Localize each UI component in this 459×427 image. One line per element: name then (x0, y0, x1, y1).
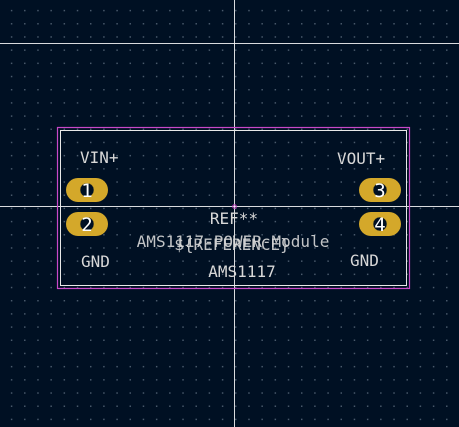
pad-1-number: 1 (81, 180, 92, 202)
pad-4-number: 4 (374, 214, 385, 236)
pad-3-number: 3 (374, 180, 385, 202)
value-text[interactable]: AMS1117 (208, 262, 275, 281)
label-vout[interactable]: VOUT+ (337, 149, 385, 168)
footprint-anchor-marker (232, 204, 237, 209)
board-outline[interactable] (60, 130, 407, 286)
pad-2[interactable]: 2 (66, 212, 108, 236)
description-text[interactable]: AMS1117-POWER-Module (137, 232, 330, 251)
courtyard-outline[interactable] (56, 126, 411, 290)
pad-4[interactable]: 4 (359, 212, 401, 236)
reference-designator[interactable]: REF** (210, 209, 258, 228)
pad-2-number: 2 (81, 214, 92, 236)
reference-field-text[interactable]: ${REFERENCE} (174, 235, 290, 254)
label-gnd-right[interactable]: GND (350, 251, 379, 270)
label-gnd-left[interactable]: GND (81, 252, 110, 271)
label-vin[interactable]: VIN+ (80, 148, 119, 167)
pad-3[interactable]: 3 (359, 178, 401, 202)
pad-1[interactable]: 1 (66, 178, 108, 202)
